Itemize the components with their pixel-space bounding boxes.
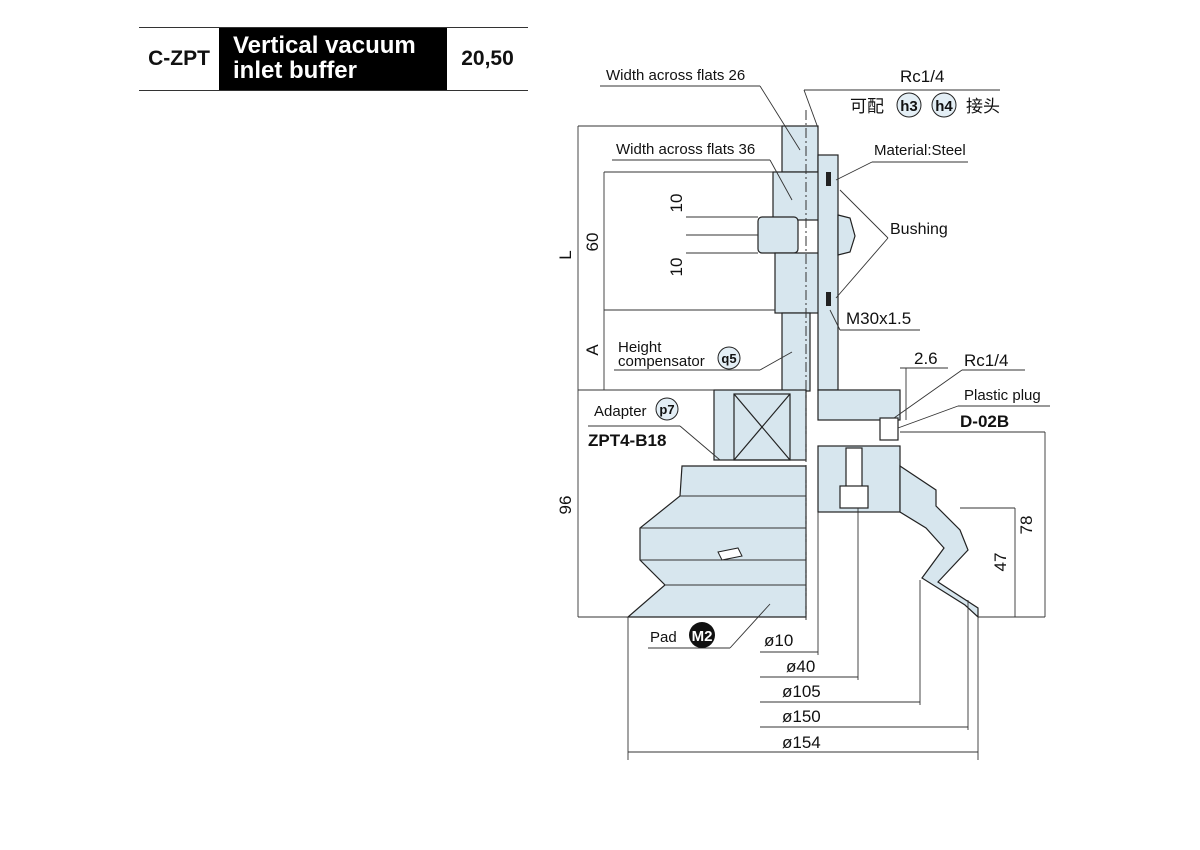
badge-h4 xyxy=(931,92,957,118)
adapter-cross-2 xyxy=(733,393,791,461)
model-title-line1: Vertical vacuum xyxy=(233,32,416,59)
badge-m2 xyxy=(689,622,715,648)
badges: h3 h4 q5 p7 M2 xyxy=(655,92,957,648)
bolt xyxy=(845,447,863,489)
label-dim-2-6: 2.6 xyxy=(914,349,938,368)
badge-p7 xyxy=(655,397,679,421)
model-code: C-ZPT xyxy=(148,47,210,70)
label-connector: 接头 xyxy=(966,97,1000,117)
hex-nut-right xyxy=(837,214,856,256)
dimension-values: L 60 10 10 A 96 78 47 ø10 ø40 ø105 ø150 … xyxy=(556,194,1036,752)
label-pad: Pad xyxy=(650,629,677,646)
dim-L: L xyxy=(556,250,575,259)
plastic-plug-shape xyxy=(879,417,899,441)
adapter-inner xyxy=(733,393,791,461)
label-plug-model: D-02B xyxy=(960,412,1009,431)
label-rc-top: Rc1/4 xyxy=(900,67,944,86)
model-sizes: 20,50 xyxy=(461,47,514,70)
dim-dia-40: ø40 xyxy=(786,657,815,676)
pad-slot xyxy=(717,547,743,561)
bushing-bottom xyxy=(826,292,831,306)
badge-m2-text: M2 xyxy=(692,628,713,645)
badge-q5 xyxy=(717,346,741,370)
label-compatible: 可配 xyxy=(850,97,884,117)
hex-nut-left xyxy=(757,216,799,254)
label-height-comp-2: compensator xyxy=(618,353,705,370)
label-rc-side: Rc1/4 xyxy=(964,351,1008,370)
dimension-lines xyxy=(577,85,1050,760)
bushing-top xyxy=(826,172,831,186)
dim-dia-105: ø105 xyxy=(782,682,821,701)
dim-10-lower: 10 xyxy=(667,258,686,277)
dim-78: 78 xyxy=(1017,516,1036,535)
label-bushing: Bushing xyxy=(890,221,948,238)
pad-left xyxy=(626,465,807,618)
label-adapter: Adapter xyxy=(594,403,647,420)
part-body xyxy=(626,125,979,619)
badge-q5-text: q5 xyxy=(721,351,736,366)
model-title: Vertical vacuum inlet buffer xyxy=(219,28,447,90)
lower-shaft xyxy=(774,252,824,314)
badge-p7-text: p7 xyxy=(659,402,674,417)
label-flats-36: Width across flats 36 xyxy=(616,141,755,158)
dim-A: A xyxy=(583,344,602,356)
bolt-head xyxy=(839,485,869,509)
pad-right-section xyxy=(899,464,979,619)
label-flats-26: Width across flats 26 xyxy=(606,67,745,84)
badge-h4-text: h4 xyxy=(935,98,953,115)
label-height-comp-1: Height xyxy=(618,339,662,356)
bellow-lines xyxy=(640,495,806,586)
section-shaft xyxy=(817,154,839,391)
labels: Width across flats 26 Rc1/4 可配 接头 Width … xyxy=(588,67,1041,646)
label-thread: M30x1.5 xyxy=(846,309,911,328)
dim-dia-10: ø10 xyxy=(764,631,793,650)
dim-96: 96 xyxy=(556,496,575,515)
badge-h3-text: h3 xyxy=(900,98,918,115)
dim-dia-154: ø154 xyxy=(782,733,821,752)
dim-10-upper: 10 xyxy=(667,194,686,213)
dim-dia-150: ø150 xyxy=(782,707,821,726)
badge-h3 xyxy=(896,92,922,118)
adapter-section-top xyxy=(817,389,901,421)
model-title-line2: inlet buffer xyxy=(233,57,357,84)
label-adapter-model: ZPT4-B18 xyxy=(588,431,666,450)
dim-47: 47 xyxy=(991,553,1010,572)
dim-60: 60 xyxy=(583,233,602,252)
label-material: Material:Steel xyxy=(874,142,966,159)
model-header: C-ZPT Vertical vacuum inlet buffer 20,50 xyxy=(139,27,528,91)
top-fitting xyxy=(781,125,819,173)
label-plastic-plug: Plastic plug xyxy=(964,387,1041,404)
